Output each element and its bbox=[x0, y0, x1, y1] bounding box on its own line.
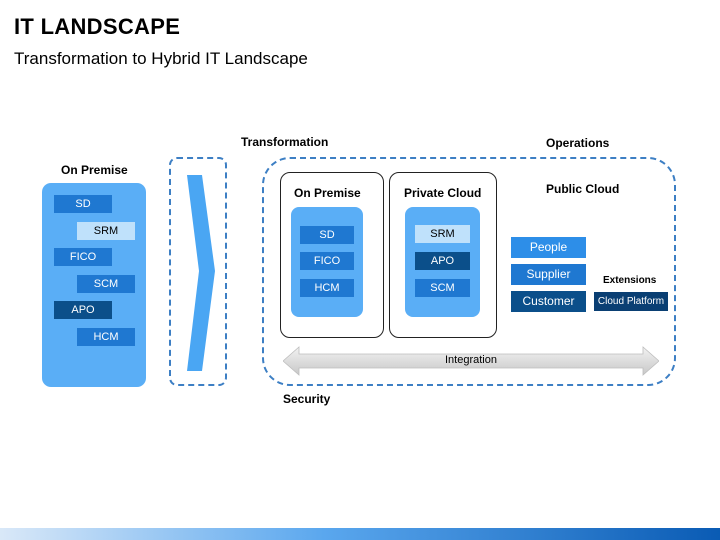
on-premise-box bbox=[280, 172, 384, 338]
private-cloud-box bbox=[389, 172, 497, 338]
public-cloud-label: Public Cloud bbox=[546, 182, 620, 196]
left-item-hcm: HCM bbox=[77, 328, 135, 346]
left-item-apo: APO bbox=[54, 301, 112, 319]
onprem-item-sd: SD bbox=[300, 226, 354, 244]
transformation-label: Transformation bbox=[241, 135, 329, 149]
on-premise-box-label: On Premise bbox=[294, 186, 361, 200]
chevron-arrow-icon bbox=[187, 175, 215, 371]
integration-arrow-icon bbox=[283, 346, 659, 376]
operations-container bbox=[262, 157, 676, 386]
integration-label: Integration bbox=[445, 354, 497, 366]
left-on-premise-panel: SD SRM FICO SCM APO HCM bbox=[42, 183, 146, 387]
private-cloud-label: Private Cloud bbox=[404, 186, 482, 200]
onprem-item-fico: FICO bbox=[300, 252, 354, 270]
public-item-people: People bbox=[511, 237, 586, 258]
private-cloud-inner-panel: SRM APO SCM bbox=[405, 207, 480, 317]
left-item-fico: FICO bbox=[54, 248, 112, 266]
on-premise-inner-panel: SD FICO HCM bbox=[291, 207, 363, 317]
footer-gradient-bar bbox=[0, 528, 720, 540]
private-item-apo: APO bbox=[415, 252, 470, 270]
cloud-platform-item: Cloud Platform bbox=[594, 292, 668, 311]
public-item-customer: Customer bbox=[511, 291, 586, 312]
security-label: Security bbox=[283, 392, 331, 406]
onprem-item-hcm: HCM bbox=[300, 279, 354, 297]
left-item-sd: SD bbox=[54, 195, 112, 213]
left-item-srm: SRM bbox=[77, 222, 135, 240]
private-item-scm: SCM bbox=[415, 279, 470, 297]
operations-label: Operations bbox=[546, 136, 610, 150]
left-item-scm: SCM bbox=[77, 275, 135, 293]
private-item-srm: SRM bbox=[415, 225, 470, 243]
page-subtitle: Transformation to Hybrid IT Landscape bbox=[14, 49, 308, 68]
left-on-premise-label: On Premise bbox=[61, 163, 128, 177]
extensions-label: Extensions bbox=[603, 275, 657, 286]
page-title: IT LANDSCAPE bbox=[14, 14, 181, 39]
transformation-chevron-box bbox=[169, 157, 227, 386]
public-item-supplier: Supplier bbox=[511, 264, 586, 285]
